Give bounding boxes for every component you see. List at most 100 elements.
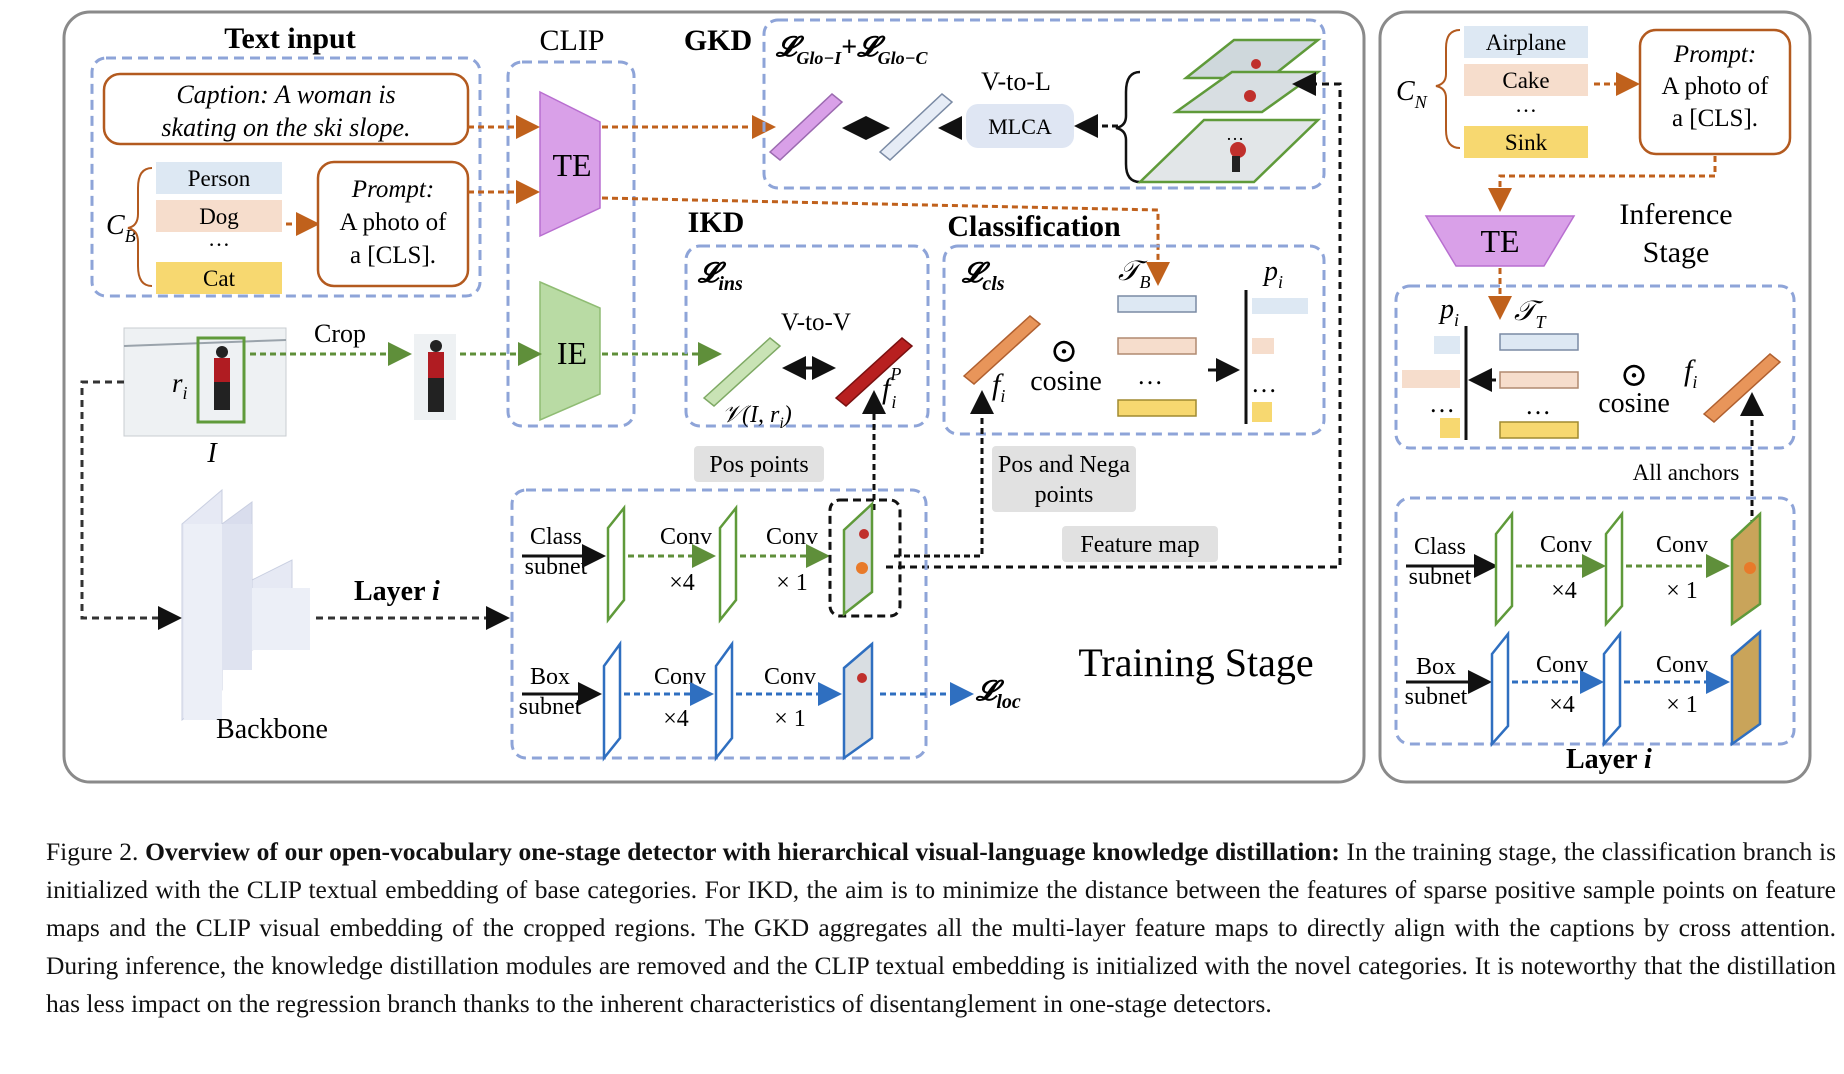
box-conv-2-label: Conv <box>764 664 816 690</box>
caption-line-2: skating on the ski slope. <box>161 113 410 142</box>
classification-box <box>942 244 1326 436</box>
pi-dots: … <box>1251 369 1277 398</box>
backbone-block <box>181 488 310 721</box>
all-anchors-label: All anchors <box>1633 460 1740 485</box>
inference-text-encoder <box>1424 215 1576 267</box>
box-conv-1 <box>602 640 622 762</box>
crop-body <box>428 352 444 378</box>
inference-box-conv-1-label: Conv <box>1536 652 1588 678</box>
inference-box-conv-2-times: × 1 <box>1666 692 1698 718</box>
image-encoder <box>539 280 601 422</box>
skier-head <box>216 346 228 358</box>
inference-box-conv-2-label: Conv <box>1656 652 1708 678</box>
cosine-label: cosine <box>1030 366 1102 397</box>
roi-label: ri <box>172 368 188 403</box>
v-formula: 𝒱(I, ri) <box>722 402 792 432</box>
inference-f-i-label: fi <box>1684 354 1697 392</box>
inference-box-output-map <box>1730 629 1762 747</box>
crop-legs <box>428 378 444 412</box>
inference-pi-score-2 <box>1402 370 1460 388</box>
crop-label: Crop <box>314 319 366 348</box>
inference-category-ellipsis: … <box>1515 92 1537 117</box>
class-conv-2 <box>718 504 738 624</box>
cb-brace <box>127 167 153 287</box>
training-panel <box>62 10 1366 784</box>
tb-dots: … <box>1137 361 1163 390</box>
clip-title: CLIP <box>539 24 604 57</box>
inference-class-conv-2-times: × 1 <box>1666 578 1698 604</box>
ikd-box <box>684 244 930 428</box>
gkd-box <box>762 18 1326 190</box>
image-label: I <box>206 438 218 469</box>
tt-embedding-1 <box>1499 333 1579 351</box>
inference-pi-score-1 <box>1434 336 1460 354</box>
category-sink <box>1464 126 1588 158</box>
image-slope <box>123 339 287 347</box>
inference-box-conv-1-times: ×4 <box>1549 692 1575 718</box>
pos-nega-tag <box>992 446 1136 512</box>
te-to-classifier-arrow <box>601 196 1170 286</box>
category-person <box>156 162 282 194</box>
cn-label: CN <box>1396 76 1428 112</box>
box-conv-2-times: × 1 <box>774 706 806 732</box>
class-conv-2-label: Conv <box>766 524 818 550</box>
inference-class-conv-1-times: ×4 <box>1551 578 1577 604</box>
inference-stage-line-2: Stage <box>1643 236 1710 269</box>
v-to-l-label: V-to-L <box>981 67 1051 96</box>
inference-box-conv-1 <box>1490 630 1510 748</box>
inference-odot-symbol: ⊙ <box>1620 357 1649 394</box>
tb-embedding-3 <box>1117 399 1197 417</box>
box-conv-2 <box>714 640 734 762</box>
caption-line-1: Caption: A woman is <box>176 80 395 109</box>
feature-dots: … <box>1226 124 1244 144</box>
ikd-title: IKD <box>688 206 745 239</box>
feature-map-label: Feature map <box>1080 532 1199 558</box>
image-to-backbone-arrow <box>80 380 182 630</box>
pos-points-label: Pos points <box>709 452 808 478</box>
inference-panel <box>1378 10 1812 784</box>
image-encoder-label: IE <box>557 335 587 371</box>
feature-brace <box>1115 70 1141 184</box>
category-cat <box>156 262 282 294</box>
inference-layer-i-label: Layer i <box>1566 744 1652 775</box>
figure-body: In the training stage, the classificatio… <box>46 837 1837 1018</box>
class-conv-2-times: × 1 <box>776 570 808 596</box>
text-encoder <box>539 90 601 238</box>
category-cake <box>1464 64 1588 96</box>
pos-nega-line-2: points <box>1035 482 1094 508</box>
class-output-map <box>842 501 874 617</box>
inference-class-conv-1 <box>1494 510 1514 628</box>
box-conv-1-label: Conv <box>654 664 706 690</box>
tt-embedding-3 <box>1499 421 1579 439</box>
class-subnet-line-2: subnet <box>525 554 588 580</box>
class-conv-1-label: Conv <box>660 524 712 550</box>
inference-p-i-label: pi <box>1438 294 1459 330</box>
prompt-box <box>316 160 470 288</box>
box-subnet-line-2: subnet <box>519 694 582 720</box>
crop-head <box>430 340 442 352</box>
backbone-label: Backbone <box>216 714 328 745</box>
inference-class-output-point <box>1744 562 1756 574</box>
tb-embedding-1 <box>1117 295 1197 313</box>
category-airplane-label: Airplane <box>1486 30 1566 55</box>
loss-loc: 𝓛loc <box>975 676 1021 713</box>
class-output-skier <box>859 529 869 539</box>
clip-visual-embedding-bar <box>702 337 782 407</box>
mlca-label: MLCA <box>988 114 1052 139</box>
skier-legs <box>214 382 230 410</box>
inference-box-subnet-line-2: subnet <box>1405 684 1468 710</box>
class-output-highlight <box>828 498 902 618</box>
box-output-map <box>842 641 874 761</box>
inference-class-subnet-line-2: subnet <box>1409 564 1472 590</box>
inference-class-conv-2 <box>1604 510 1624 628</box>
inference-box-subnet-line-1: Box <box>1416 654 1456 680</box>
tt-embedding-2 <box>1499 371 1579 389</box>
category-dog-label: Dog <box>199 204 239 229</box>
layer-i-label: Layer i <box>354 576 440 607</box>
inference-cosine-label: cosine <box>1598 388 1670 419</box>
figure-label: Figure 2. <box>46 837 139 866</box>
inference-class-conv-2-label: Conv <box>1656 532 1708 558</box>
pos-points-tag <box>694 446 824 482</box>
inference-feature-bar <box>1702 353 1782 423</box>
